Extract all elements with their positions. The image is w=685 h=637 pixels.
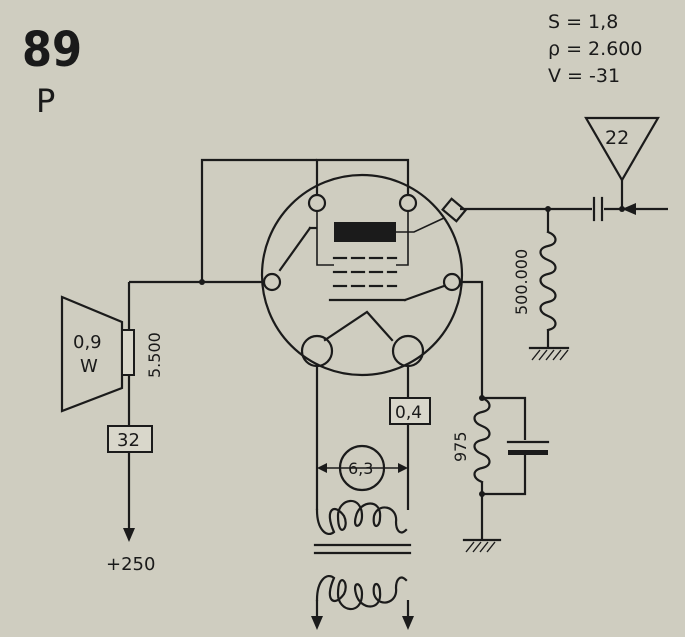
spec-rho: ρ = 2.600 <box>548 38 642 60</box>
anode-box-label: 32 <box>117 430 140 451</box>
grid-resistor <box>539 230 557 332</box>
cathode-capacitor <box>506 440 550 455</box>
tube-envelope <box>260 173 467 377</box>
grid-resistor-value: 500.000 <box>512 249 531 315</box>
coupling-capacitor <box>592 196 604 222</box>
ground-icon <box>528 346 570 361</box>
supply-arrow-icon <box>123 528 135 542</box>
output-impedance: 5.500 <box>145 332 164 378</box>
speaker-power: 0,9 <box>73 332 102 353</box>
spec-s: S = 1,8 <box>548 11 618 33</box>
input-triangle <box>584 116 660 183</box>
anode-plate <box>334 222 396 242</box>
input-arrow-icon <box>622 203 636 215</box>
output-transformer <box>121 329 135 376</box>
ground-icon <box>462 538 502 553</box>
input-triangle-label: 22 <box>605 127 629 149</box>
supply-voltage: +250 <box>106 554 155 575</box>
speaker-icon <box>60 295 124 413</box>
heater-transformer <box>313 499 412 611</box>
cathode-resistor-value: 975 <box>451 431 470 462</box>
speaker-unit: W <box>80 356 98 377</box>
spec-v: V = -31 <box>548 65 620 87</box>
cathode-resistor <box>473 396 491 484</box>
filament-current: 0,4 <box>395 403 422 423</box>
filament-voltage: 6,3 <box>348 459 373 478</box>
tube-type-letter: P <box>36 82 55 120</box>
tube-number: 89 <box>22 22 82 78</box>
